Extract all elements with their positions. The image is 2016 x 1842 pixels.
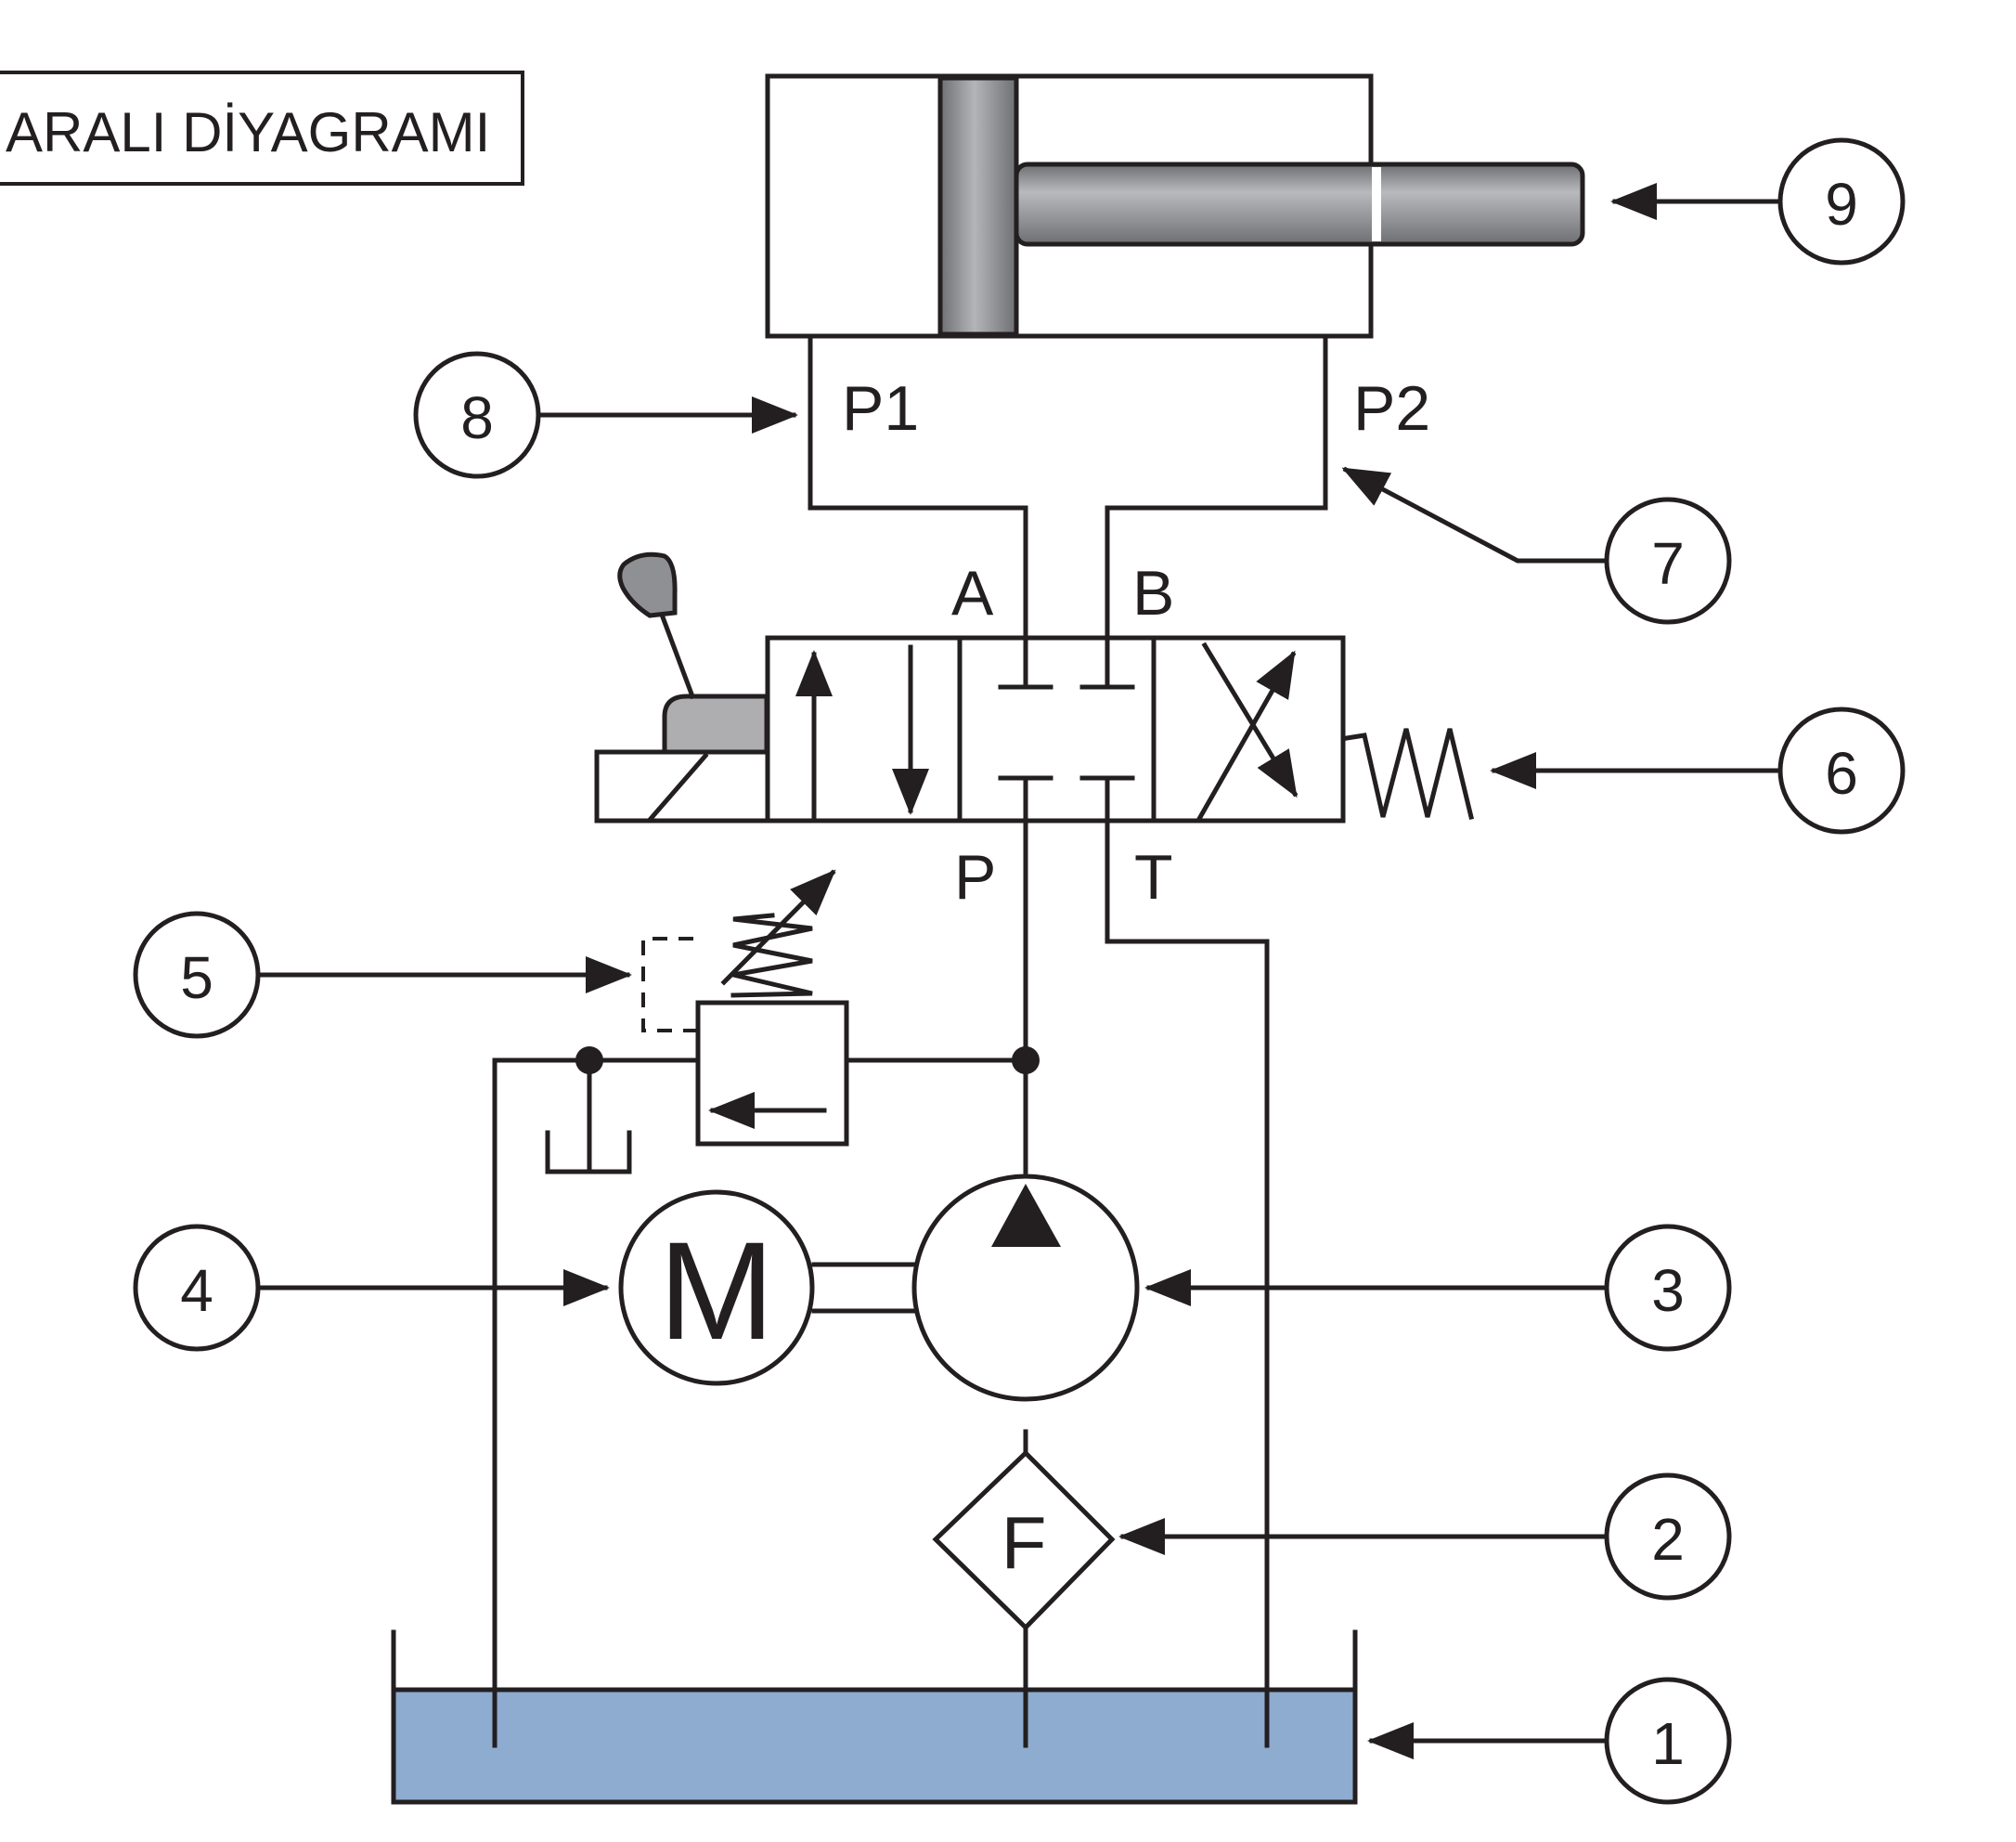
callout-6: 6 <box>1777 707 1906 835</box>
piston-rod <box>1014 162 1585 247</box>
cylinder-lines: P1 P2 <box>808 333 1430 640</box>
pressure-relief-valve <box>641 869 849 1147</box>
callout-4: 4 <box>133 1224 261 1352</box>
port-label-p2: P2 <box>1353 373 1430 444</box>
hydraulic-cylinder <box>765 73 1585 339</box>
callout-number: 2 <box>1651 1506 1685 1573</box>
lever-handle <box>617 551 678 618</box>
motor-symbol-label: M <box>659 1213 775 1369</box>
hydraulic-pump <box>911 1174 1140 1402</box>
callout-leaders <box>256 183 1782 1759</box>
directional-control-valve: A B P T <box>594 551 1475 913</box>
oil-filter: F <box>932 1449 1116 1631</box>
callout-5: 5 <box>133 911 261 1039</box>
title-box: ARALI DİYAGRAMI <box>0 71 524 186</box>
electric-motor: M <box>618 1189 815 1386</box>
motor-pump-coupling <box>811 1262 917 1314</box>
callout-9: 9 <box>1777 137 1906 266</box>
callout-number: 1 <box>1651 1710 1685 1777</box>
callout-number: 8 <box>460 384 494 451</box>
pipework <box>492 818 1270 1748</box>
diagram-title: ARALI DİYAGRAMI <box>6 101 490 163</box>
callout-number: 5 <box>180 944 213 1011</box>
callout-8: 8 <box>413 351 541 479</box>
callout-number: 3 <box>1651 1257 1685 1324</box>
piston <box>937 75 1019 337</box>
callout-3: 3 <box>1604 1224 1732 1352</box>
callout-number: 9 <box>1825 171 1858 238</box>
port-label-t: T <box>1134 842 1173 913</box>
oil-tank <box>391 1629 1358 1805</box>
port-label-p: P <box>954 842 996 913</box>
filter-symbol-label: F <box>1002 1502 1047 1585</box>
callout-number: 7 <box>1651 530 1685 597</box>
callout-number: 4 <box>180 1257 213 1324</box>
callout-1: 1 <box>1604 1677 1732 1805</box>
port-label-p1: P1 <box>842 373 919 444</box>
callout-7: 7 <box>1604 497 1732 625</box>
lever-actuator <box>662 694 769 755</box>
port-label-b: B <box>1132 558 1174 629</box>
port-label-a: A <box>951 558 994 629</box>
callout-number: 6 <box>1825 740 1858 807</box>
oil-level <box>394 1690 1355 1802</box>
callout-2: 2 <box>1604 1472 1732 1601</box>
